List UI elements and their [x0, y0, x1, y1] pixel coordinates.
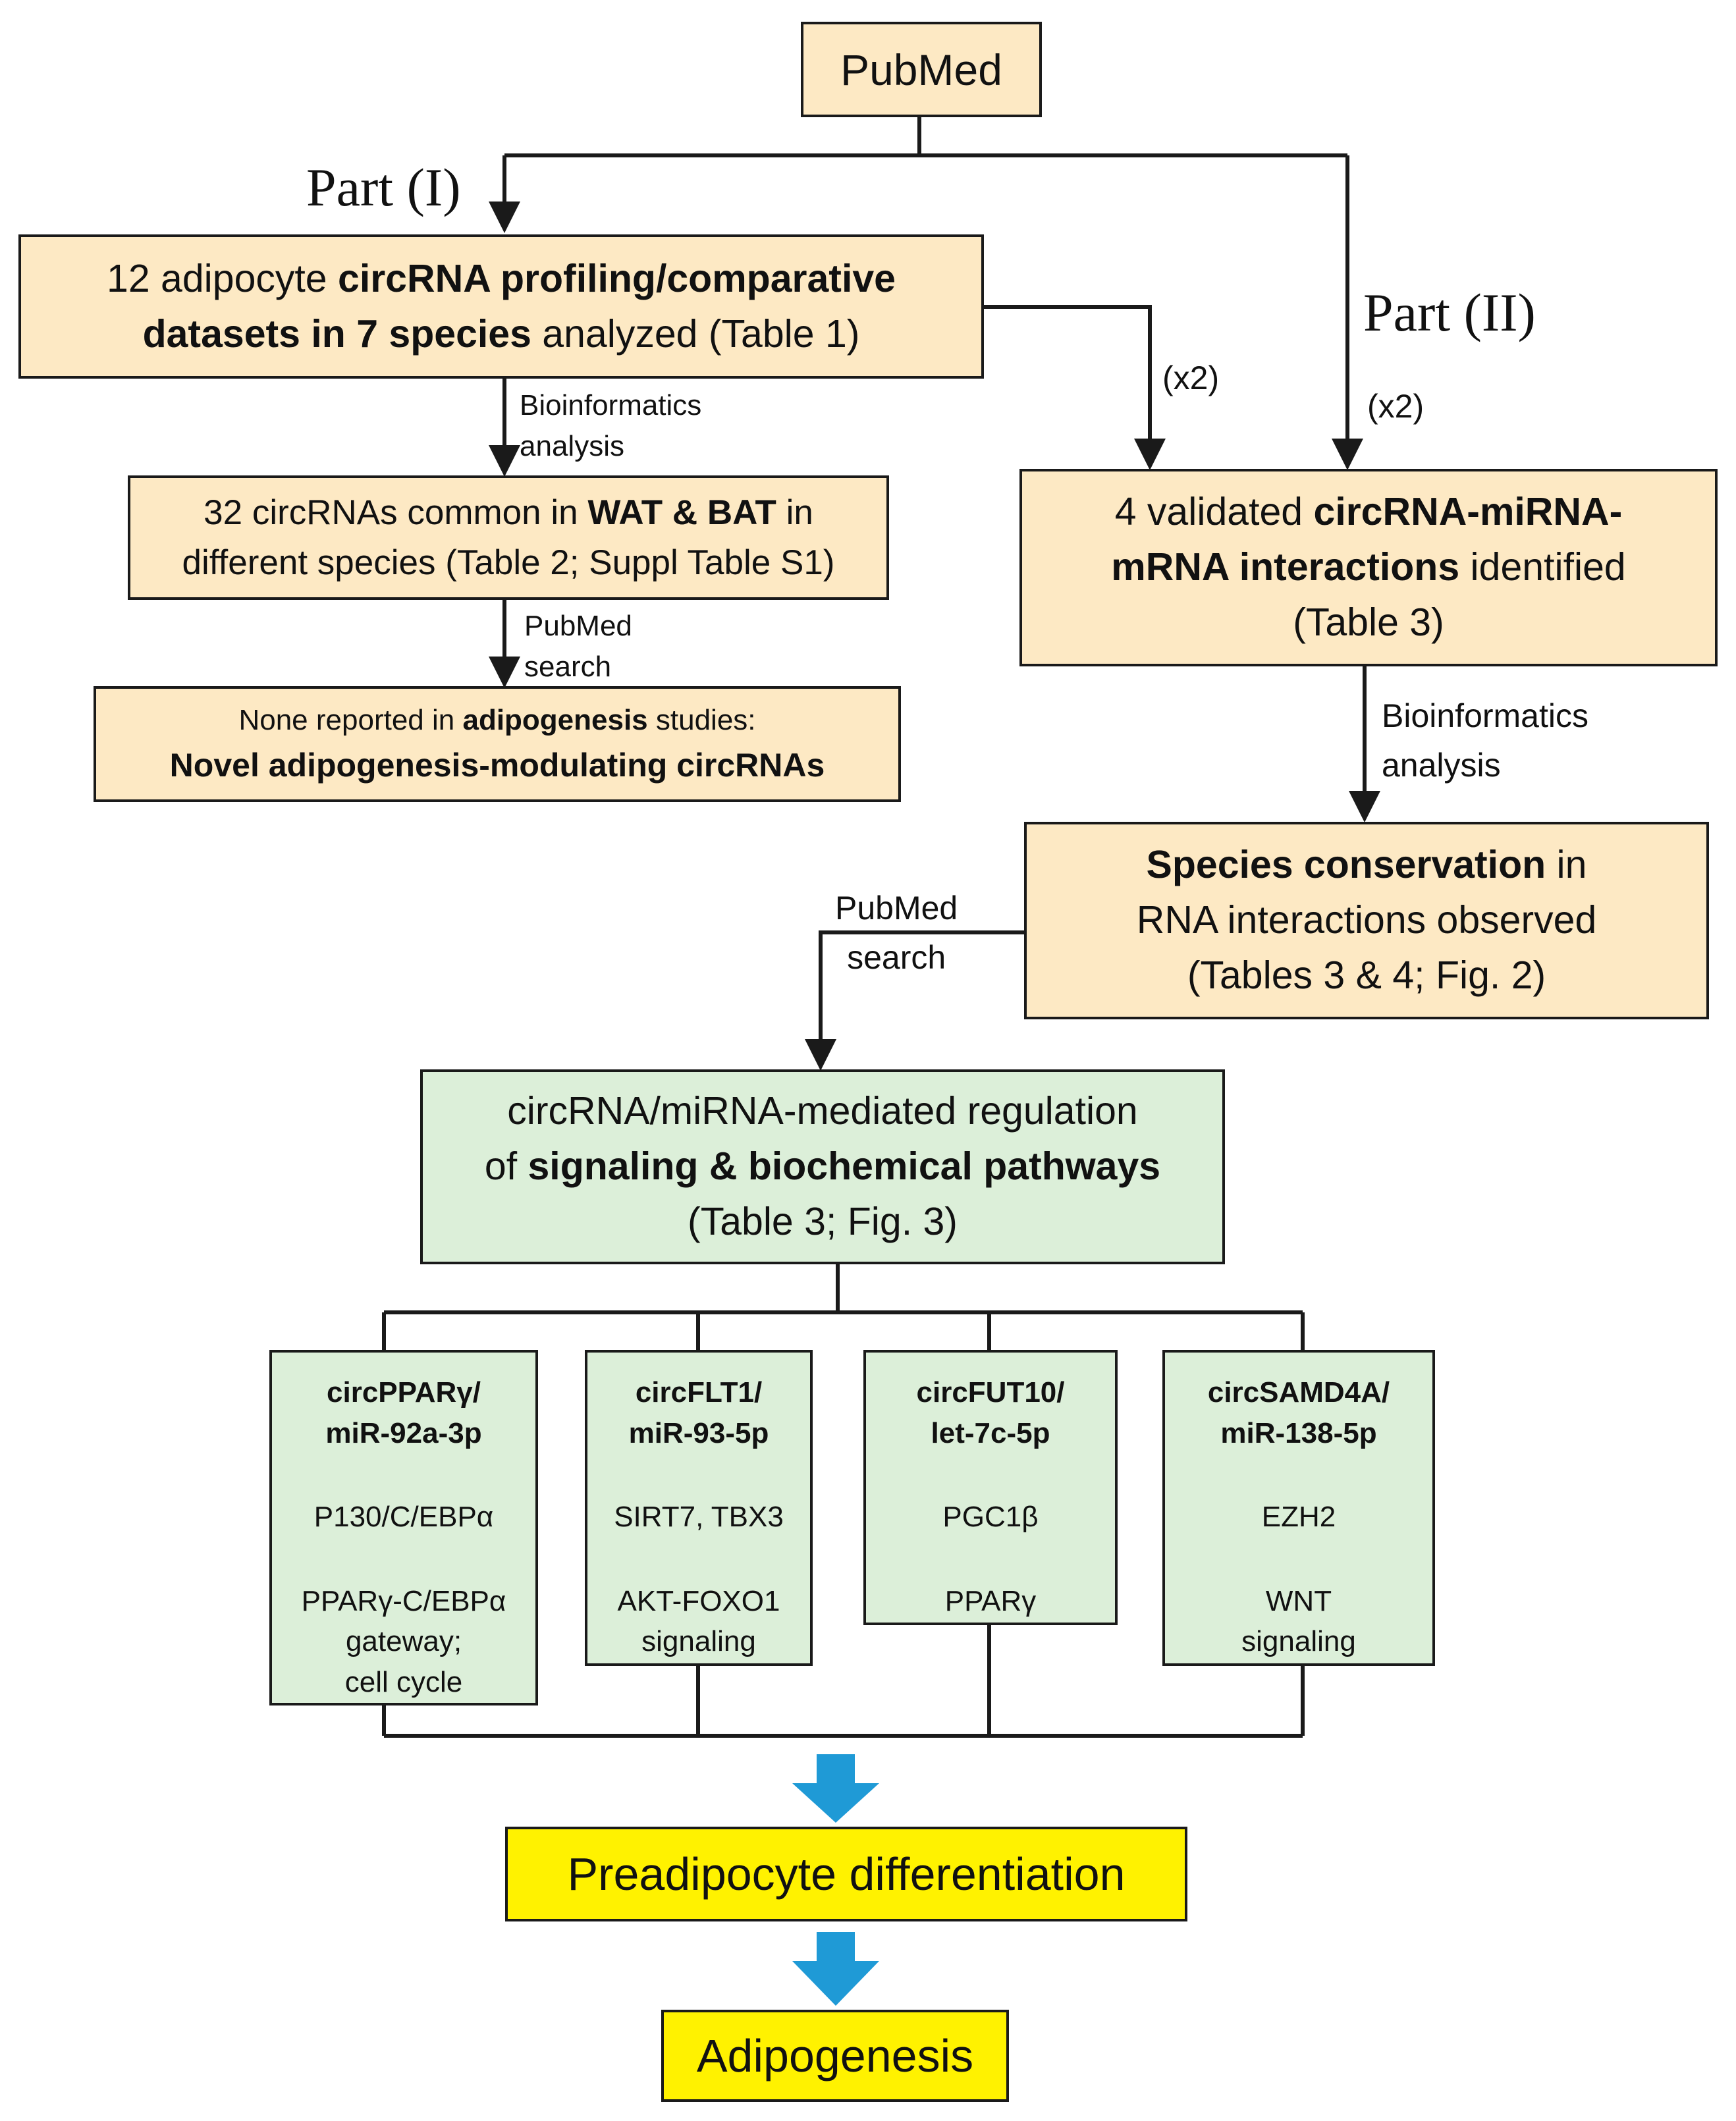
regulation-line-3: (Table 3; Fig. 3): [688, 1199, 958, 1243]
validated-line-2: mRNA interactions identified: [1111, 545, 1626, 589]
preadipocyte-label: Preadipocyte differentiation: [567, 1848, 1126, 1900]
pathway-box-fut10: circFUT10/ let-7c-5p PGC1β PPARγ: [863, 1350, 1118, 1625]
regulation-box: circRNA/miRNA-mediated regulation of sig…: [420, 1069, 1225, 1264]
pathway-box-flt1: circFLT1/ miR-93-5p SIRT7, TBX3 AKT-FOXO…: [585, 1350, 813, 1666]
arrow-profiling-to-validated: [984, 305, 1166, 470]
common-line-1: 32 circRNAs common in WAT & BAT in: [203, 493, 813, 533]
pubmed-search-label-2: PubMed search: [835, 890, 958, 976]
bioinformatics-label-1: Bioinformatics analysis: [520, 389, 702, 462]
common-line-2: different species (Table 2; Suppl Table …: [182, 543, 835, 582]
bioinformatics-label-2: Bioinformatics analysis: [1382, 697, 1588, 784]
blue-arrow-2: [792, 1932, 879, 2006]
regulation-line-2: of signaling & biochemical pathways: [484, 1144, 1161, 1189]
profiling-datasets-box: 12 adipocyte circRNA profiling/comparati…: [18, 234, 984, 379]
validated-line-3: (Table 3): [1293, 600, 1444, 644]
validated-interactions-box: 4 validated circRNA-miRNA- mRNA interact…: [1019, 469, 1718, 666]
x2-label-left: (x2): [1162, 360, 1220, 396]
novel-circrnas-box: None reported in adipogenesis studies: N…: [94, 686, 901, 802]
arrow-conservation-to-regulation: [805, 930, 1024, 1071]
species-conservation-box: Species conservation in RNA interactions…: [1024, 822, 1709, 1019]
adipogenesis-label: Adipogenesis: [696, 2030, 974, 2081]
adipogenesis-box: Adipogenesis: [661, 2010, 1009, 2102]
pubmed-label: PubMed: [840, 45, 1002, 94]
conservation-line-3: (Tables 3 & 4; Fig. 2): [1187, 953, 1546, 997]
conservation-line-1: Species conservation in: [1146, 843, 1587, 887]
part2-label: Part (II): [1363, 282, 1536, 342]
pubmed-box: PubMed: [801, 22, 1042, 117]
part1-label: Part (I): [306, 157, 461, 217]
pubmed-search-label-1: PubMed search: [524, 610, 632, 683]
novel-line-1: None reported in adipogenesis studies:: [238, 703, 756, 736]
pathway-box-samd4a: circSAMD4A/ miR-138-5p EZH2 WNT signalin…: [1162, 1350, 1435, 1666]
common-circrnas-box: 32 circRNAs common in WAT & BAT in diffe…: [128, 475, 889, 600]
pathway-box-ppar: circPPARγ/ miR-92a-3p P130/C/EBPα PPARγ-…: [269, 1350, 538, 1705]
preadipocyte-differentiation-box: Preadipocyte differentiation: [505, 1827, 1187, 1921]
x2-label-right: (x2): [1367, 388, 1424, 425]
profiling-line-1: 12 adipocyte circRNA profiling/comparati…: [107, 256, 896, 300]
profiling-line-2: datasets in 7 species analyzed (Table 1): [142, 311, 860, 356]
conservation-line-2: RNA interactions observed: [1136, 898, 1597, 942]
validated-line-1: 4 validated circRNA-miRNA-: [1114, 490, 1623, 534]
blue-arrow-1: [792, 1754, 879, 1823]
regulation-line-1: circRNA/miRNA-mediated regulation: [507, 1089, 1138, 1133]
novel-line-2: Novel adipogenesis-modulating circRNAs: [169, 746, 825, 784]
